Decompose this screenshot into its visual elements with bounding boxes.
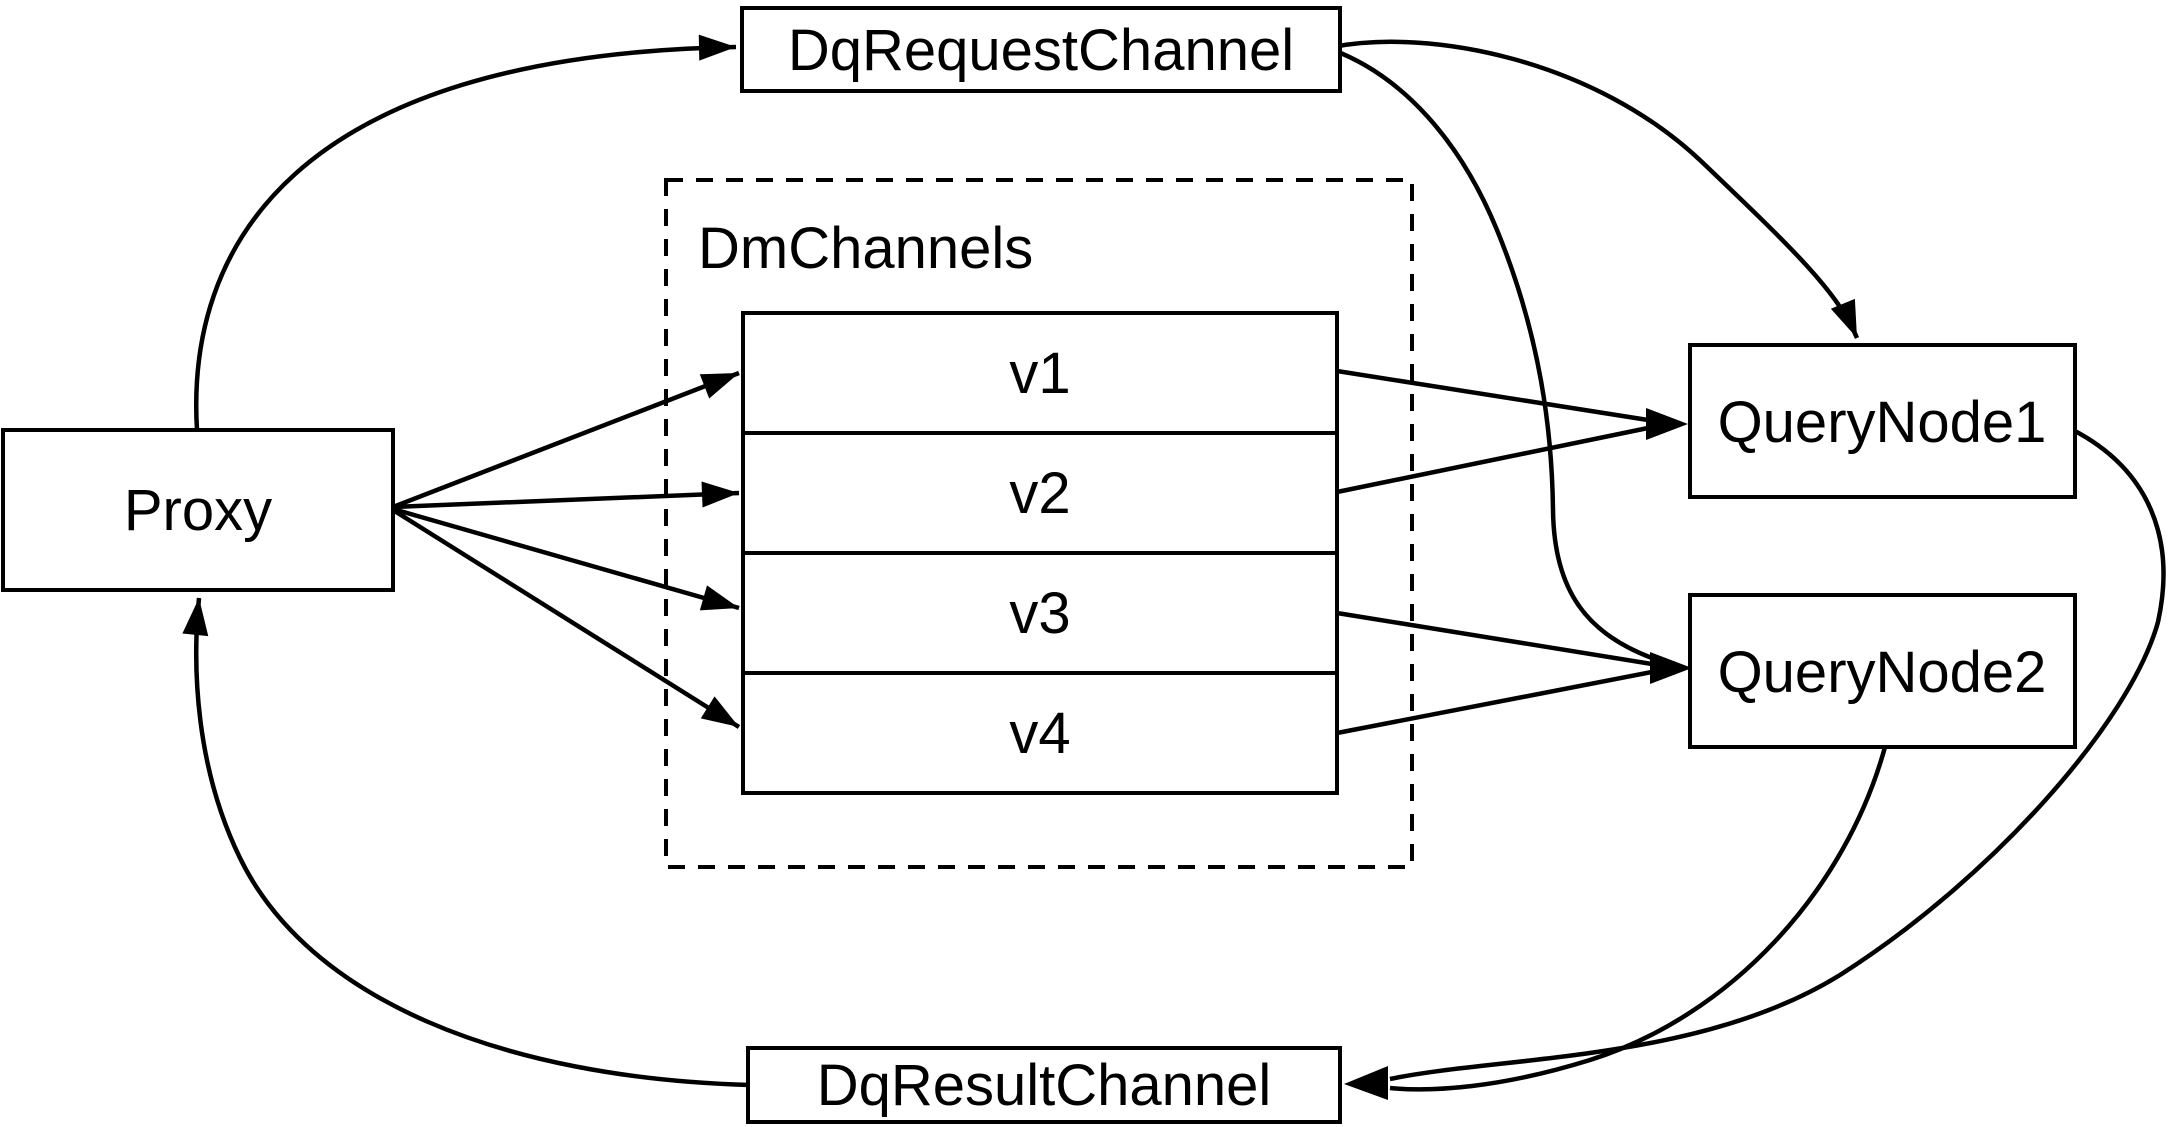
dqresultchannel-right-arrowhead bbox=[1344, 1066, 1388, 1100]
edge-proxy-to-v2 bbox=[392, 481, 740, 510]
node-dqresultchannel: DqResultChannel bbox=[746, 1046, 1342, 1124]
edge-v3-to-querynode2 bbox=[1336, 610, 1653, 667]
querynode1-box bbox=[1688, 343, 2077, 499]
channel-v2-box bbox=[741, 431, 1339, 555]
edge-dqresultchannel-to-proxy bbox=[182, 597, 751, 1088]
edge-proxy-to-v4 bbox=[391, 508, 741, 729]
edge-querynode2-to-dqresultchannel bbox=[1389, 746, 1888, 1092]
querynode2-box bbox=[1688, 593, 2077, 749]
channel-v1-label: v1 bbox=[1009, 341, 1070, 406]
dqrequestchannel-box bbox=[740, 6, 1342, 93]
dmchannels-group-box bbox=[664, 178, 1414, 869]
querynode1-left-arrowhead bbox=[1646, 408, 1688, 440]
proxy-label: Proxy bbox=[124, 478, 272, 543]
edge-v4-to-querynode2 bbox=[1336, 669, 1653, 736]
node-querynode2: QueryNode2 bbox=[1688, 593, 2077, 749]
channel-v4-box bbox=[741, 671, 1339, 795]
dqresultchannel-box bbox=[746, 1046, 1342, 1124]
node-channel-v3: v3 bbox=[741, 551, 1339, 675]
querynode1-label: QueryNode1 bbox=[1718, 390, 2047, 455]
channel-v4-label: v4 bbox=[1009, 701, 1070, 766]
node-dqrequestchannel: DqRequestChannel bbox=[740, 6, 1342, 93]
edge-querynode1-to-dqresultchannel bbox=[1389, 428, 2166, 1082]
channel-v3-label: v3 bbox=[1009, 581, 1070, 646]
dqrequestchannel-label: DqRequestChannel bbox=[788, 18, 1294, 83]
node-channel-v1: v1 bbox=[741, 311, 1339, 435]
edge-v1-to-querynode1 bbox=[1336, 368, 1649, 423]
node-proxy: Proxy bbox=[1, 428, 395, 592]
proxy-box bbox=[1, 428, 395, 592]
querynode2-label: QueryNode2 bbox=[1718, 640, 2047, 705]
edge-dqrequestchannel-to-querynode2 bbox=[1332, 47, 1653, 661]
querynode2-left-arrowhead bbox=[1650, 652, 1692, 684]
dmchannels-group-label: DmChannels bbox=[698, 216, 1033, 281]
node-querynode1: QueryNode1 bbox=[1688, 343, 2077, 499]
edge-proxy-to-dqrequestchannel bbox=[194, 34, 737, 431]
dqresultchannel-label: DqResultChannel bbox=[817, 1053, 1272, 1118]
node-channel-v2: v2 bbox=[741, 431, 1339, 555]
edge-v2-to-querynode1 bbox=[1336, 425, 1649, 495]
channel-v2-label: v2 bbox=[1009, 461, 1070, 526]
edge-dqrequestchannel-to-querynode1 bbox=[1332, 39, 1860, 339]
node-channel-v4: v4 bbox=[741, 671, 1339, 795]
edge-proxy-to-v3 bbox=[392, 506, 740, 611]
channel-v1-box bbox=[741, 311, 1339, 435]
edge-proxy-to-v1 bbox=[392, 370, 740, 510]
